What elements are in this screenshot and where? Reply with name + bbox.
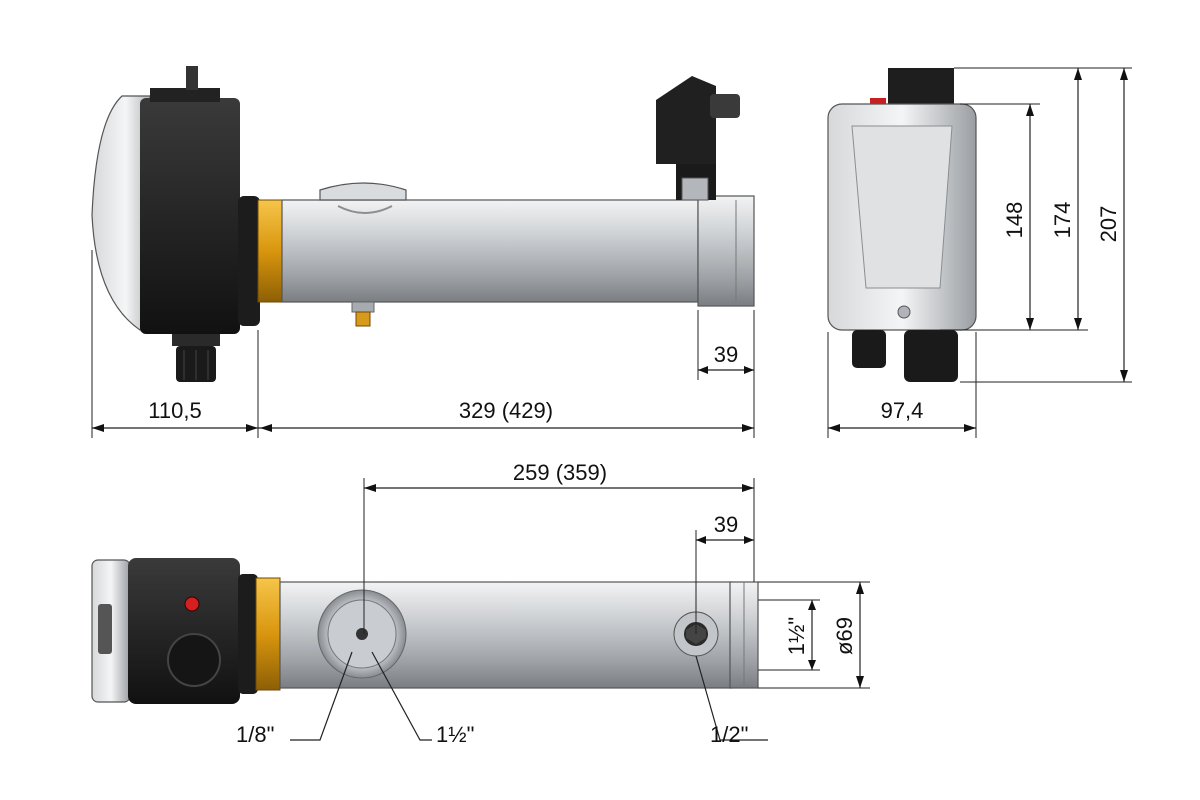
dim-outlet-offset-top: 39 <box>714 342 738 367</box>
callout-drain-thread: 1/2" <box>710 722 748 747</box>
drain-fitting <box>351 301 375 327</box>
end-view-top-terminal <box>888 68 954 108</box>
heater-tube <box>281 199 699 303</box>
dim-height-148: 148 <box>1002 202 1027 239</box>
end-view-screw <box>897 305 911 319</box>
callout-inlet-thread: 1½" <box>436 722 474 747</box>
dim-outlet-offset-bottom: 39 <box>714 512 738 537</box>
end-view <box>827 68 977 382</box>
inlet-boss <box>319 182 407 201</box>
plan-view <box>91 558 759 704</box>
sensor-connector <box>656 76 740 201</box>
indicator-lamp-icon <box>184 596 200 612</box>
dim-body-length: 329 (429) <box>459 398 553 423</box>
housing-knob <box>186 66 198 90</box>
dim-side-width: 97,4 <box>881 398 924 423</box>
dim-inlet-spacing: 259 (359) <box>513 460 607 485</box>
outlet-collar <box>697 195 755 307</box>
dim-pipe-diameter: ø69 <box>832 617 857 655</box>
cable-gland <box>172 334 220 382</box>
dim-housing-width: 110,5 <box>148 398 201 423</box>
dim-outlet-thread: 1½" <box>784 617 809 655</box>
dim-height-174: 174 <box>1050 202 1075 239</box>
dim-height-207: 207 <box>1096 206 1121 243</box>
control-housing <box>140 98 240 334</box>
side-view <box>91 66 755 382</box>
thermostat-dial <box>167 633 221 687</box>
dimension-labels: 110,5 329 (429) 39 97,4 148 174 207 259 … <box>148 202 1121 747</box>
callout-sensor-port: 1/8" <box>236 722 274 747</box>
brass-nut <box>257 199 283 303</box>
dimension-lines <box>91 67 1132 741</box>
